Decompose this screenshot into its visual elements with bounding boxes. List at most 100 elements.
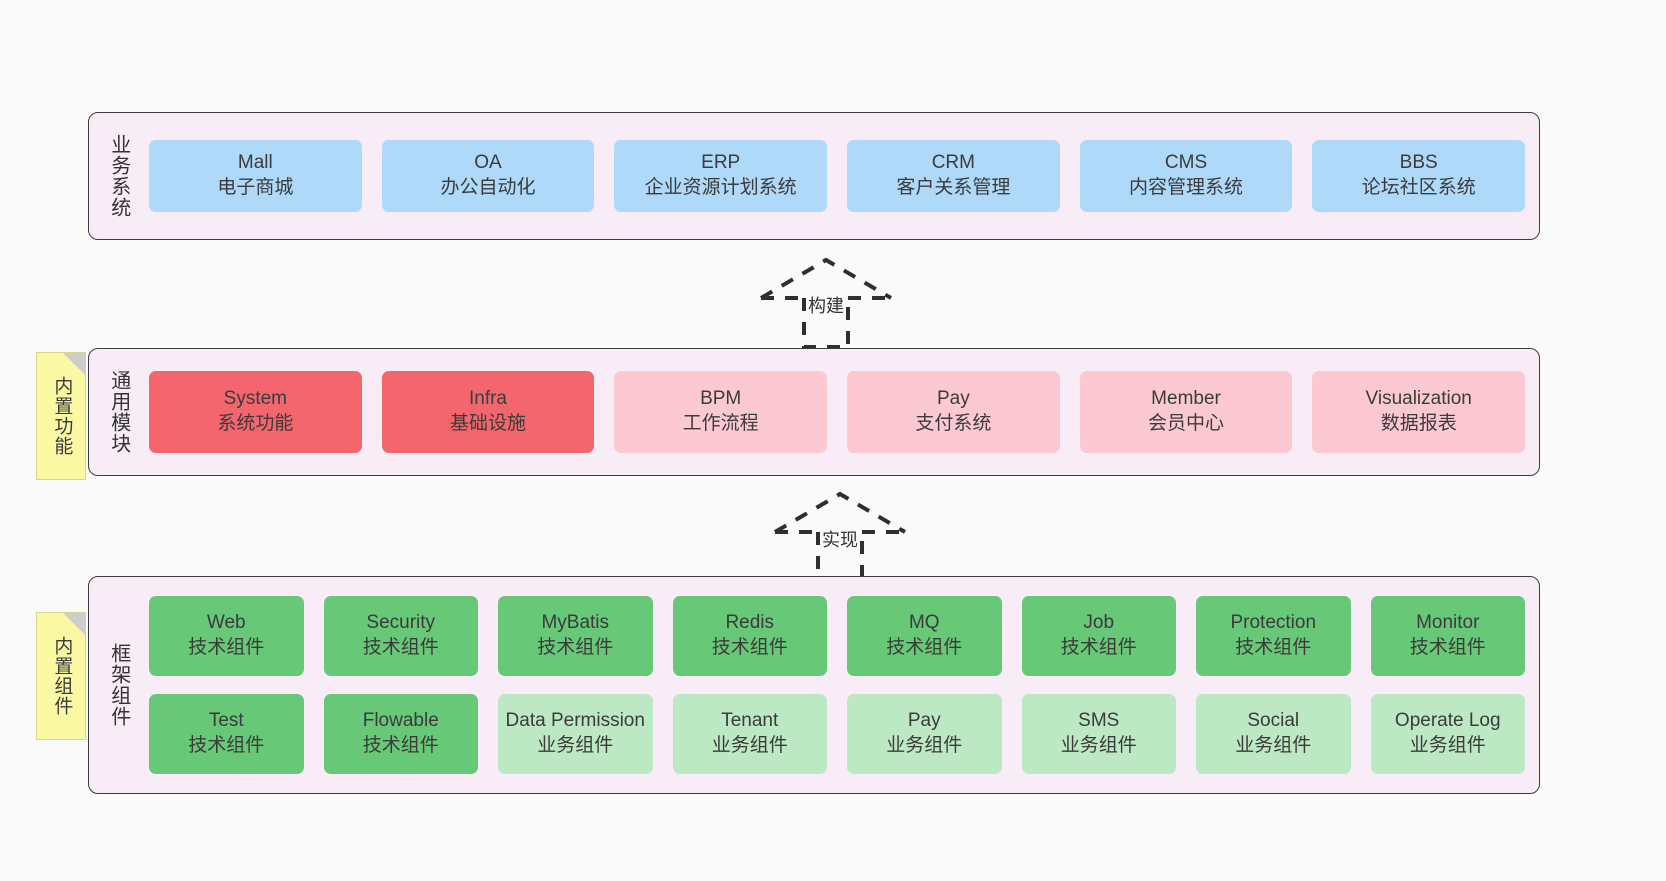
- framework-card-data-permission[interactable]: Data Permission 业务组件: [498, 694, 653, 774]
- card-name: MyBatis: [541, 612, 610, 634]
- framework-card-protection[interactable]: Protection 技术组件: [1196, 596, 1351, 676]
- framework-card-security[interactable]: Security 技术组件: [323, 596, 478, 676]
- layer-title-framework: 框架组件: [107, 643, 130, 727]
- card-desc: 技术组件: [537, 637, 614, 658]
- framework-card-social[interactable]: Social 业务组件: [1196, 694, 1351, 774]
- framework-row-business: Test 技术组件 Flowable 技术组件 Data Permission …: [149, 694, 1525, 774]
- business-card-cms[interactable]: CMS 内容管理系统: [1079, 140, 1293, 212]
- card-name: Mall: [237, 152, 273, 174]
- card-desc: 业务组件: [1235, 735, 1312, 756]
- framework-card-test[interactable]: Test 技术组件: [149, 694, 304, 774]
- card-name: Redis: [725, 612, 775, 634]
- card-desc: 系统功能: [217, 413, 294, 434]
- card-desc: 技术组件: [1409, 637, 1486, 658]
- layer-title-business: 业务系统: [107, 134, 130, 218]
- card-desc: 支付系统: [915, 413, 992, 434]
- card-desc: 会员中心: [1148, 413, 1225, 434]
- card-name: OA: [474, 152, 502, 174]
- framework-card-operate-log[interactable]: Operate Log 业务组件: [1370, 694, 1525, 774]
- card-name: Operate Log: [1394, 710, 1501, 732]
- business-card-erp[interactable]: ERP 企业资源计划系统: [614, 140, 828, 212]
- card-name: System: [223, 388, 288, 410]
- card-name: Monitor: [1416, 612, 1480, 634]
- layer-business-system: 业务系统 Mall 电子商城 OA 办公自动化 ERP 企业资源计划系统 CRM…: [88, 112, 1540, 240]
- arrow-implement-icon: [773, 491, 907, 583]
- arrow-build: 构建: [726, 252, 926, 352]
- card-desc: 论坛社区系统: [1361, 177, 1476, 198]
- framework-card-mq[interactable]: MQ 技术组件: [847, 596, 1002, 676]
- card-desc: 技术组件: [886, 637, 963, 658]
- layer-body-business: Mall 电子商城 OA 办公自动化 ERP 企业资源计划系统 CRM 客户关系…: [141, 113, 1539, 239]
- card-desc: 基础设施: [450, 413, 527, 434]
- card-desc: 业务组件: [1060, 735, 1137, 756]
- framework-card-flowable[interactable]: Flowable 技术组件: [323, 694, 478, 774]
- common-card-member[interactable]: Member 会员中心: [1079, 371, 1293, 453]
- card-name: Web: [206, 612, 246, 634]
- card-name: BPM: [700, 388, 742, 410]
- framework-row-tech: Web 技术组件 Security 技术组件 MyBatis 技术组件 Redi…: [149, 596, 1525, 676]
- card-name: Security: [366, 612, 436, 634]
- layer-body-common: System 系统功能 Infra 基础设施 BPM 工作流程 Pay 支付系统…: [141, 349, 1539, 475]
- business-row: Mall 电子商城 OA 办公自动化 ERP 企业资源计划系统 CRM 客户关系…: [149, 140, 1526, 212]
- card-name: Social: [1247, 710, 1300, 732]
- framework-card-tenant[interactable]: Tenant 业务组件: [672, 694, 827, 774]
- card-desc: 技术组件: [711, 637, 788, 658]
- card-desc: 企业资源计划系统: [644, 177, 797, 198]
- framework-card-mybatis[interactable]: MyBatis 技术组件: [498, 596, 653, 676]
- card-desc: 办公自动化: [440, 177, 536, 198]
- card-name: Visualization: [1365, 388, 1472, 410]
- business-card-mall[interactable]: Mall 电子商城: [149, 140, 362, 212]
- card-name: MQ: [908, 612, 940, 634]
- card-name: ERP: [701, 152, 741, 174]
- card-desc: 数据报表: [1380, 413, 1457, 434]
- card-desc: 业务组件: [537, 735, 614, 756]
- layer-framework-component: 框架组件 Web 技术组件 Security 技术组件 MyBatis 技术组件…: [88, 576, 1540, 794]
- framework-card-web[interactable]: Web 技术组件: [149, 596, 304, 676]
- business-card-bbs[interactable]: BBS 论坛社区系统: [1312, 140, 1526, 212]
- layer-title-common: 通用模块: [107, 370, 130, 454]
- card-name: Test: [208, 710, 244, 732]
- card-name: Pay: [907, 710, 941, 732]
- card-name: Data Permission: [505, 710, 645, 732]
- business-card-crm[interactable]: CRM 客户关系管理: [847, 140, 1060, 212]
- card-desc: 技术组件: [1060, 637, 1137, 658]
- framework-card-redis[interactable]: Redis 技术组件: [672, 596, 827, 676]
- layer-common-module: 通用模块 System 系统功能 Infra 基础设施 BPM 工作流程 Pay…: [88, 348, 1540, 476]
- card-name: Pay: [936, 388, 970, 410]
- card-desc: 业务组件: [1409, 735, 1486, 756]
- sticky-note-builtin-component: 内置组件: [36, 612, 86, 740]
- common-card-bpm[interactable]: BPM 工作流程: [614, 371, 828, 453]
- card-desc: 业务组件: [886, 735, 963, 756]
- card-name: SMS: [1078, 710, 1120, 732]
- business-card-oa[interactable]: OA 办公自动化: [381, 140, 595, 212]
- card-desc: 业务组件: [711, 735, 788, 756]
- common-card-infra[interactable]: Infra 基础设施: [381, 371, 595, 453]
- framework-card-monitor[interactable]: Monitor 技术组件: [1370, 596, 1525, 676]
- card-name: CMS: [1164, 152, 1208, 174]
- sticky-note-builtin-function: 内置功能: [36, 352, 86, 480]
- card-name: Member: [1151, 388, 1221, 410]
- card-name: Job: [1083, 612, 1115, 634]
- card-desc: 技术组件: [362, 637, 439, 658]
- framework-card-sms[interactable]: SMS 业务组件: [1021, 694, 1176, 774]
- common-card-pay[interactable]: Pay 支付系统: [847, 371, 1060, 453]
- card-name: BBS: [1399, 152, 1438, 174]
- card-desc: 客户关系管理: [896, 177, 1011, 198]
- framework-card-pay[interactable]: Pay 业务组件: [847, 694, 1002, 774]
- card-desc: 技术组件: [188, 735, 265, 756]
- common-card-visualization[interactable]: Visualization 数据报表: [1312, 371, 1526, 453]
- framework-card-job[interactable]: Job 技术组件: [1021, 596, 1176, 676]
- card-desc: 内容管理系统: [1129, 177, 1244, 198]
- card-desc: 技术组件: [1235, 637, 1312, 658]
- arrow-build-icon: [759, 257, 893, 349]
- card-desc: 工作流程: [682, 413, 759, 434]
- card-name: Flowable: [362, 710, 439, 732]
- card-desc: 技术组件: [188, 637, 265, 658]
- card-name: Infra: [468, 388, 508, 410]
- common-row: System 系统功能 Infra 基础设施 BPM 工作流程 Pay 支付系统…: [149, 371, 1526, 453]
- card-desc: 电子商城: [217, 177, 294, 198]
- card-name: Protection: [1230, 612, 1317, 634]
- common-card-system[interactable]: System 系统功能: [149, 371, 362, 453]
- arrow-implement: 实现: [740, 486, 940, 586]
